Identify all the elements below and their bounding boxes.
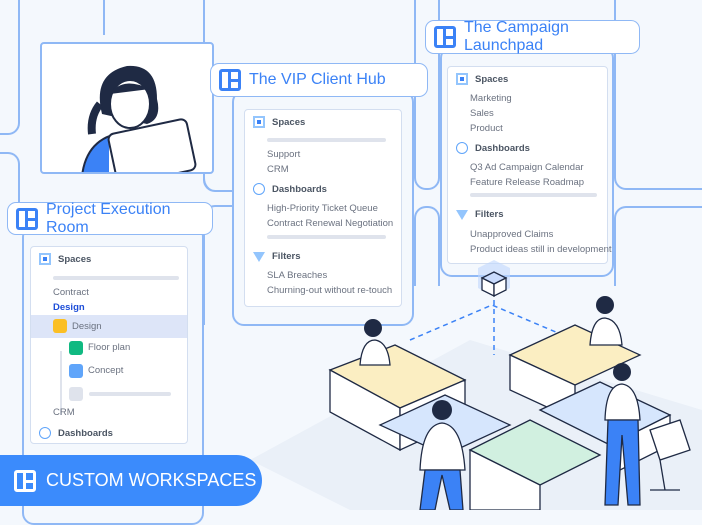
placeholder-bar	[89, 392, 171, 396]
workspace-icon	[434, 26, 456, 48]
placeholder-bar	[267, 235, 386, 239]
list-item[interactable]: Q3 Ad Campaign Calendar	[470, 162, 584, 173]
placeholder-bar	[267, 138, 386, 142]
label: Spaces	[475, 73, 509, 85]
workspace-title-vip[interactable]: The VIP Client Hub	[210, 63, 428, 97]
list-item[interactable]: Contract	[53, 287, 89, 298]
project-card: Spaces Contract Design Design Floor plan…	[30, 246, 188, 444]
list-item[interactable]: Feature Release Roadmap	[470, 177, 585, 188]
person	[613, 363, 631, 381]
list-item[interactable]: Concept	[69, 364, 187, 378]
connector	[614, 0, 702, 190]
chair	[649, 419, 691, 491]
person	[432, 400, 452, 420]
vip-card: Spaces Support CRM Dashboards High-Prior…	[244, 109, 402, 307]
label: Filters	[475, 209, 504, 220]
tree-line	[60, 351, 62, 415]
label: Spaces	[58, 253, 92, 265]
connector	[0, 152, 20, 232]
person	[596, 296, 614, 314]
connector	[614, 206, 702, 286]
placeholder-bar	[53, 276, 179, 280]
connector	[0, 0, 20, 135]
filters-header[interactable]: Filters	[456, 209, 607, 220]
list-item-active[interactable]: Design	[53, 302, 85, 313]
bulb-icon	[69, 364, 83, 378]
label: Design	[72, 321, 102, 332]
spaces-header[interactable]: Spaces	[253, 116, 401, 128]
dashboards-header[interactable]: Dashboards	[253, 183, 401, 195]
workspace-icon	[16, 207, 38, 230]
filter-icon	[253, 251, 265, 262]
list-item[interactable]: Marketing	[470, 93, 512, 104]
title: The Campaign Launchpad	[464, 19, 569, 54]
person	[364, 319, 382, 337]
pie-chart-icon	[253, 183, 265, 195]
list-item[interactable]: CRM	[53, 407, 75, 418]
selected-row[interactable]: Design	[31, 315, 187, 338]
title: Project Execution Room	[46, 200, 171, 236]
list-item[interactable]: Churning-out without re-touch	[267, 285, 393, 296]
banner-label: CUSTOM WORKSPACES	[46, 470, 257, 490]
placeholder-bar	[470, 193, 597, 197]
placeholder-icon	[69, 387, 83, 401]
workspace-title-campaign[interactable]: The Campaign Launchpad	[425, 19, 640, 54]
list-item[interactable]: Contract Renewal Negotiation	[267, 218, 394, 229]
workspace-icon	[219, 69, 241, 91]
label: Dashboards	[58, 427, 113, 439]
list-item[interactable]: Support	[267, 149, 301, 160]
spaces-icon	[39, 253, 51, 265]
connector	[103, 0, 105, 35]
workspace-icon	[14, 469, 36, 492]
list-item[interactable]: SLA Breaches	[267, 270, 328, 281]
label: Dashboards	[475, 142, 530, 154]
connector	[203, 205, 233, 325]
workspace-title-project[interactable]: Project Execution Room	[7, 200, 213, 236]
spaces-icon	[253, 116, 265, 128]
floor-plan-icon	[69, 341, 83, 355]
list-item[interactable]: Sales	[470, 108, 494, 119]
illustration-woman-laptop	[40, 42, 214, 174]
design-icon	[53, 319, 67, 333]
connector	[203, 178, 233, 192]
label: Concept	[88, 365, 124, 376]
spaces-icon	[456, 73, 468, 85]
dashboards-header[interactable]: Dashboards	[39, 427, 187, 439]
label: Spaces	[272, 116, 306, 128]
dashboards-header[interactable]: Dashboards	[456, 142, 607, 154]
office-illustration	[250, 260, 702, 510]
title: The VIP Client Hub	[249, 71, 386, 88]
spaces-header[interactable]: Spaces	[456, 73, 607, 85]
list-item[interactable]: Product	[470, 123, 503, 134]
filter-icon	[456, 209, 468, 220]
label: Floor plan	[88, 342, 131, 353]
connector	[414, 206, 440, 286]
label: Filters	[272, 251, 301, 262]
list-item[interactable]: Floor plan	[69, 341, 187, 355]
list-item[interactable]: High-Priority Ticket Queue	[267, 203, 378, 214]
campaign-card: Spaces Marketing Sales Product Dashboard…	[447, 66, 612, 264]
custom-workspaces-banner[interactable]: CUSTOM WORKSPACES	[0, 455, 262, 506]
list-item[interactable]: CRM	[267, 164, 289, 175]
list-item[interactable]: Product ideas still in development	[470, 244, 612, 255]
pie-chart-icon	[39, 427, 51, 439]
pie-chart-icon	[456, 142, 468, 154]
list-item[interactable]: Unapproved Claims	[470, 229, 554, 240]
filters-header[interactable]: Filters	[253, 251, 401, 262]
label: Dashboards	[272, 183, 327, 195]
spaces-header[interactable]: Spaces	[39, 253, 187, 265]
